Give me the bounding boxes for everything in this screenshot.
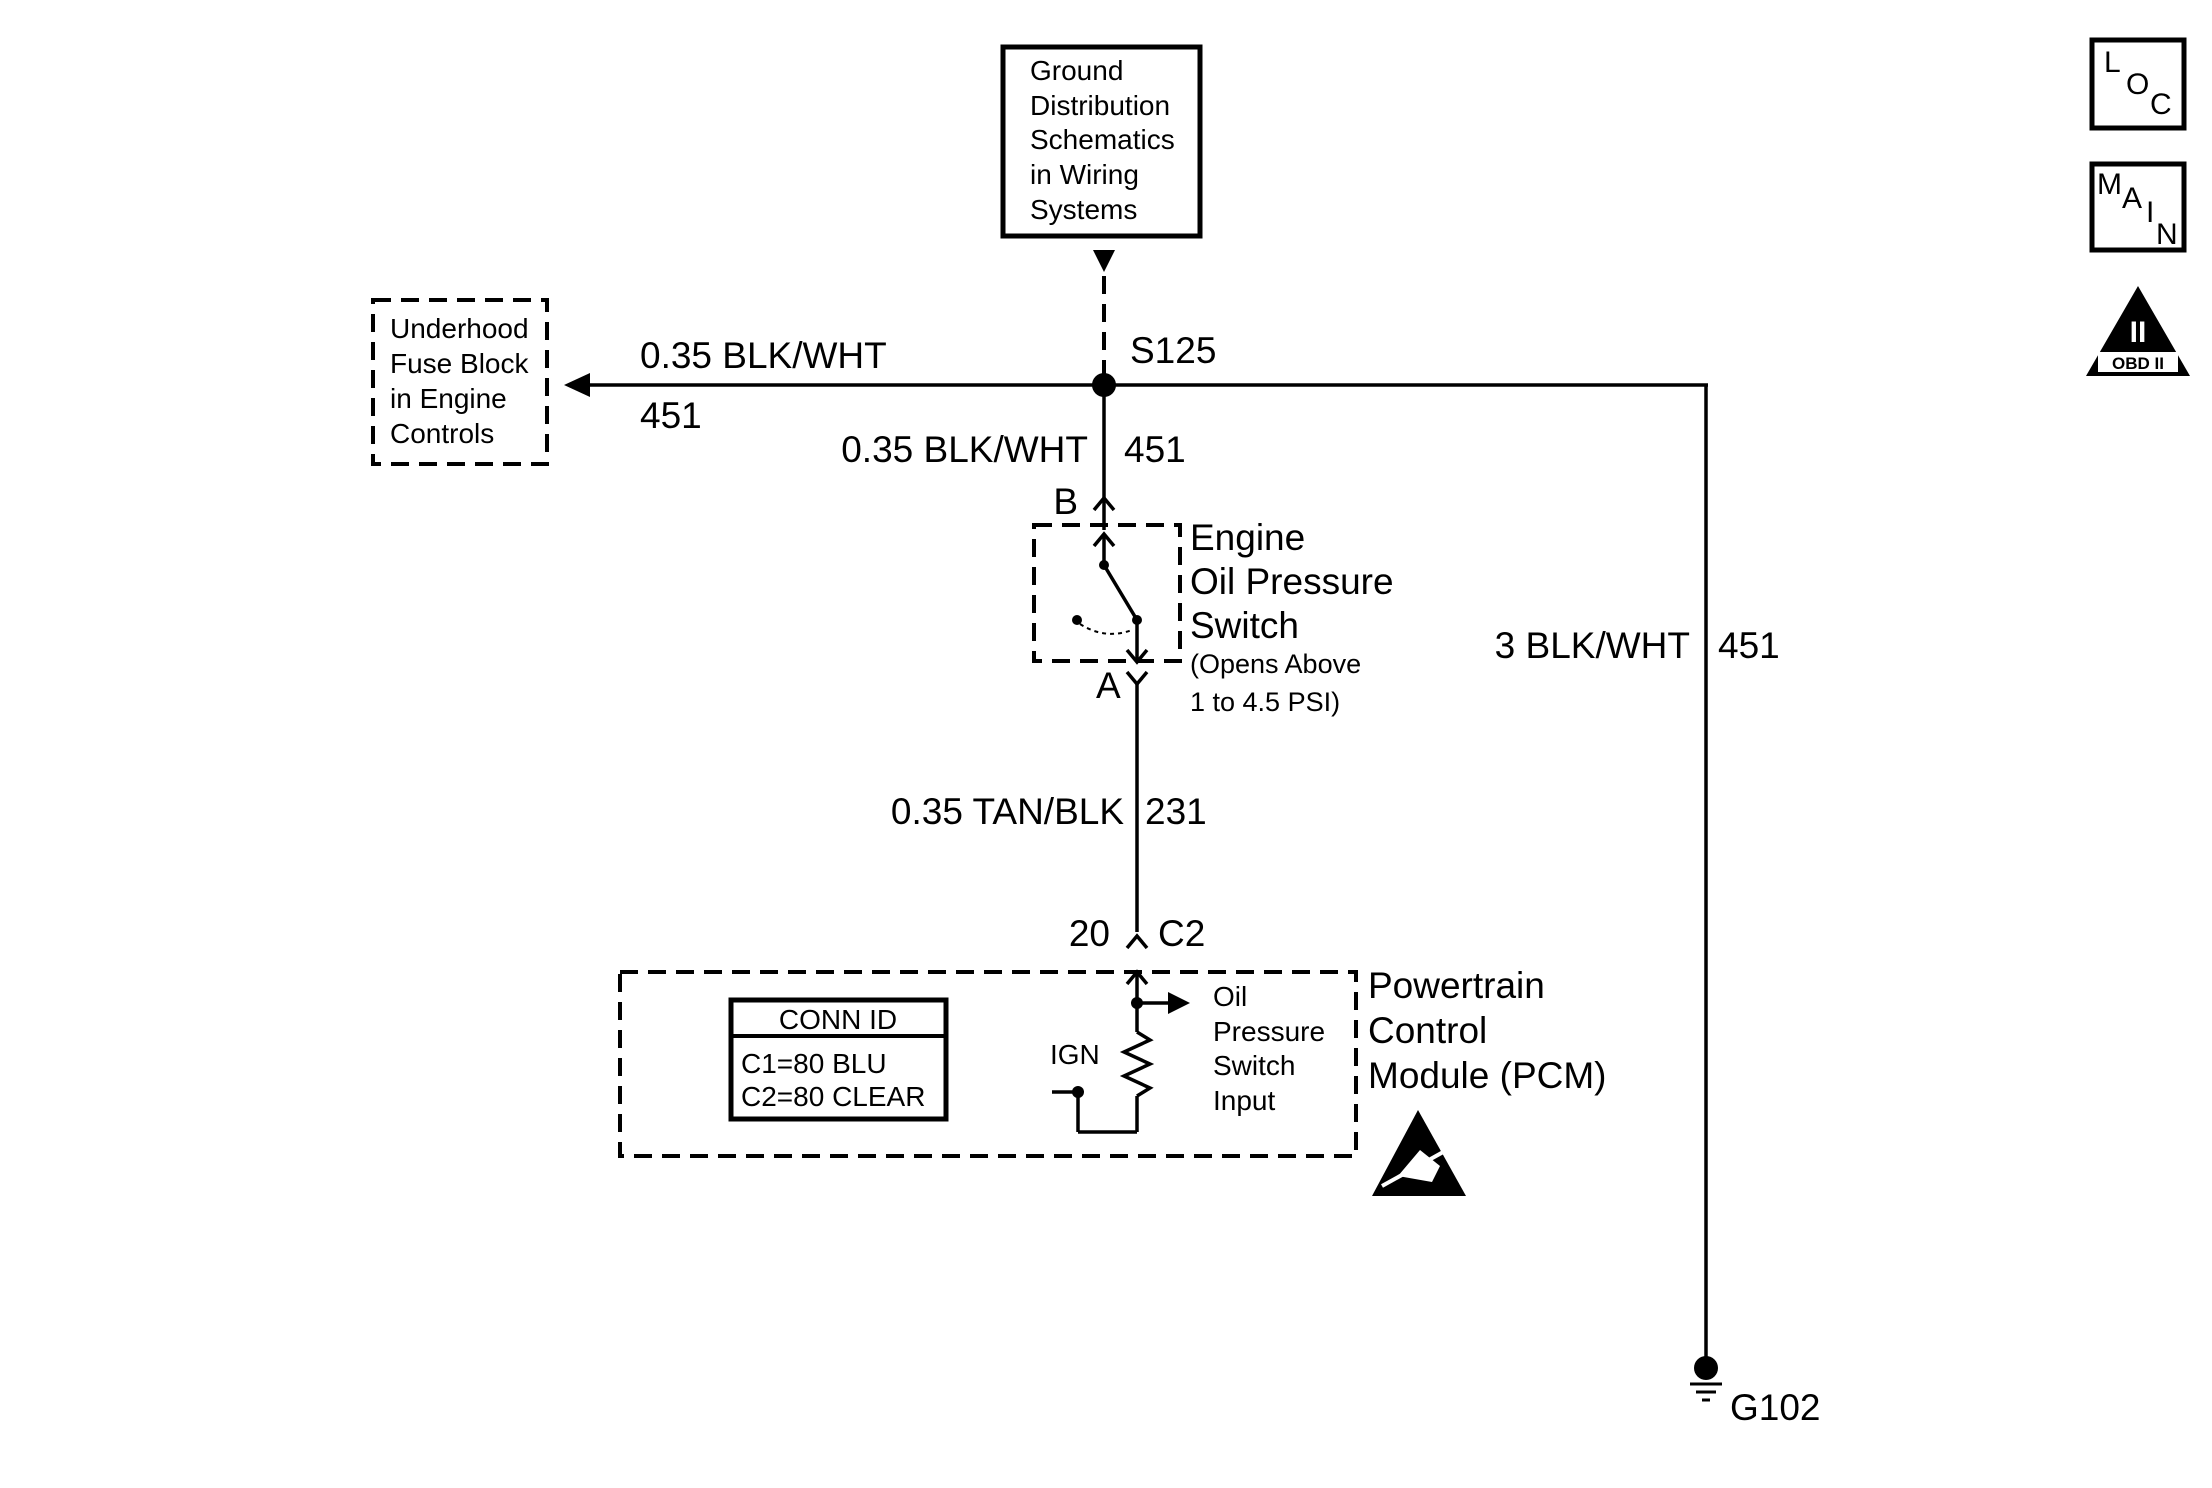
fuse-block-line-4: Controls xyxy=(390,418,494,449)
svg-text:II: II xyxy=(2130,316,2147,349)
pcm-input-line-3: Switch xyxy=(1213,1050,1295,1081)
to-fuse-block-arrow xyxy=(564,373,590,397)
main-icon[interactable]: M A I N xyxy=(2089,161,2187,253)
ign-label: IGN xyxy=(1050,1039,1100,1070)
oil-switch-note-2: 1 to 4.5 PSI) xyxy=(1190,687,1340,717)
obd-ii-icon[interactable]: II OBD II xyxy=(2086,286,2190,376)
connector-b-chevron xyxy=(1092,495,1116,512)
fuse-wire-circuit: 451 xyxy=(640,395,702,436)
pcm-wire-circuit: 231 xyxy=(1145,791,1207,832)
ground-distribution-box[interactable]: Ground Distribution Schematics in Wiring… xyxy=(1000,44,1203,239)
conn-id-title: CONN ID xyxy=(779,1004,897,1035)
conn-id-row-2: C2=80 CLEAR xyxy=(741,1081,925,1112)
fuse-block-line-3: in Engine xyxy=(390,383,507,414)
conn-id-table: CONN ID C1=80 BLU C2=80 CLEAR xyxy=(728,997,949,1122)
ground-wire-circuit: 451 xyxy=(1718,625,1780,666)
oil-switch-name-3: Switch xyxy=(1190,605,1299,646)
conn-id-row-1: C1=80 BLU xyxy=(741,1048,887,1079)
ground-dot xyxy=(1694,1356,1718,1380)
oil-switch-name-2: Oil Pressure xyxy=(1190,561,1394,602)
svg-text:I: I xyxy=(2146,196,2154,229)
ground-dist-line-4: in Wiring xyxy=(1030,159,1139,190)
fuse-wire-gauge-color: 0.35 BLK/WHT xyxy=(640,335,887,376)
pcm-name-3: Module (PCM) xyxy=(1368,1055,1607,1096)
pcm-wire-gauge-color: 0.35 TAN/BLK xyxy=(891,791,1124,832)
oil-switch-pin-a: A xyxy=(1096,665,1121,706)
splice-dot xyxy=(1092,373,1116,397)
oil-switch-pin-b: B xyxy=(1053,481,1078,522)
splice-label: S125 xyxy=(1130,330,1216,371)
engine-oil-pressure-switch[interactable] xyxy=(1032,495,1182,932)
ground-dist-line-3: Schematics xyxy=(1030,124,1175,155)
pullup-resistor xyxy=(1119,1030,1155,1098)
oil-switch-note-1: (Opens Above xyxy=(1190,649,1361,679)
svg-text:L: L xyxy=(2104,46,2121,79)
ground-wire-gauge-color: 3 BLK/WHT xyxy=(1495,625,1690,666)
oil-switch-name-1: Engine xyxy=(1190,517,1305,558)
ground-ref-arrow xyxy=(1093,250,1115,272)
ground-dist-line-5: Systems xyxy=(1030,194,1137,225)
loc-icon[interactable]: L O C xyxy=(2089,37,2187,131)
svg-text:A: A xyxy=(2122,182,2142,215)
pcm-input-line-2: Pressure xyxy=(1213,1016,1325,1047)
oil-switch-dashed-box xyxy=(1032,523,1182,663)
esd-warning-icon xyxy=(1372,1110,1466,1196)
switch-wire-circuit: 451 xyxy=(1124,429,1186,470)
switch-blade xyxy=(1102,564,1139,621)
fuse-block-line-1: Underhood xyxy=(390,313,529,344)
svg-text:O: O xyxy=(2126,68,2149,101)
ground-g102: G102 xyxy=(1690,1356,1821,1428)
pcm-input-line-1: Oil xyxy=(1213,981,1247,1012)
pcm-pin-number: 20 xyxy=(1069,913,1110,954)
fuse-block-line-2: Fuse Block xyxy=(390,348,529,379)
svg-text:M: M xyxy=(2097,168,2122,201)
pcm-module-box[interactable]: CONN ID C1=80 BLU C2=80 CLEAR IGN Oil Pr… xyxy=(618,969,1358,1158)
ground-label: G102 xyxy=(1730,1387,1821,1428)
connector-a-chevron xyxy=(1125,670,1149,687)
pcm-connector-id: C2 xyxy=(1158,913,1205,954)
pcm-input-line-4: Input xyxy=(1213,1085,1275,1116)
svg-text:OBD II: OBD II xyxy=(2112,354,2164,373)
svg-text:C: C xyxy=(2150,88,2172,121)
switch-wire-gauge-color: 0.35 BLK/WHT xyxy=(841,429,1088,470)
pcm-connector-chevron xyxy=(1125,933,1149,950)
pcm-dashed-box xyxy=(618,970,1358,1158)
ground-dist-line-1: Ground xyxy=(1030,55,1123,86)
underhood-fuse-block-box[interactable]: Underhood Fuse Block in Engine Controls xyxy=(371,298,549,466)
input-arrow xyxy=(1168,992,1190,1014)
ground-dist-line-2: Distribution xyxy=(1030,90,1170,121)
pcm-name-1: Powertrain xyxy=(1368,965,1545,1006)
pcm-name-2: Control xyxy=(1368,1010,1487,1051)
svg-text:N: N xyxy=(2156,218,2178,251)
